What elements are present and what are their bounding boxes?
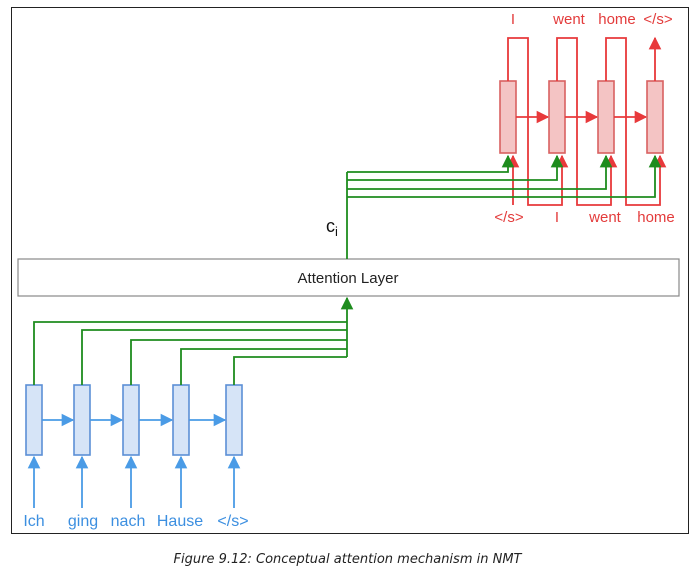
decoder-output-word: home [598,11,636,28]
attention-layer-box [17,258,680,297]
attention-layer-label: Attention Layer [298,270,399,287]
decoder-input-word: went [588,209,622,226]
encoder-input-word: Ich [23,513,44,530]
encoder-cell [25,384,43,456]
decoder-cell [646,80,664,154]
encoder-input-word: Hause [157,513,203,530]
figure-caption: Figure 9.12: Conceptual attention mechan… [173,552,522,567]
decoder-attention-line [347,154,613,190]
encoder-attention-line [33,321,347,385]
encoder-attention-line [130,339,347,385]
encoder-input-word: nach [111,513,146,530]
decoder-feedback-loop [605,37,667,206]
encoder-attention-line [81,329,347,385]
encoder-cell [73,384,91,456]
attention-layer: Attention Layer [17,258,680,297]
encoder-input-word: </s> [217,513,248,530]
decoder-cell [548,80,566,154]
decoder-input-word: </s> [494,209,523,226]
decoder-output-word: </s> [643,11,672,28]
decoder-output-word: went [552,11,586,28]
context-subscript: i [335,224,338,239]
decoder-cell [499,80,517,154]
decoder-attention-line [347,154,564,181]
encoder: Ich ging nach Hause </s> [23,384,249,530]
decoder-attention-line [347,154,515,173]
decoder-input-word: I [555,209,559,226]
figure-frame [11,7,689,534]
encoder-attention-line [180,348,347,385]
attention-connections [33,154,662,385]
encoder-cell [225,384,243,456]
encoder-attention-line [233,356,347,385]
encoder-cell [172,384,190,456]
encoder-input-word: ging [68,513,98,530]
context-symbol: c [326,216,335,236]
decoder-output-word: I [511,11,515,28]
decoder-attention-line [347,154,662,198]
decoder-input-word: home [637,209,675,226]
decoder-cell [597,80,615,154]
encoder-cell [122,384,140,456]
context-vector-label: ci [326,216,338,239]
